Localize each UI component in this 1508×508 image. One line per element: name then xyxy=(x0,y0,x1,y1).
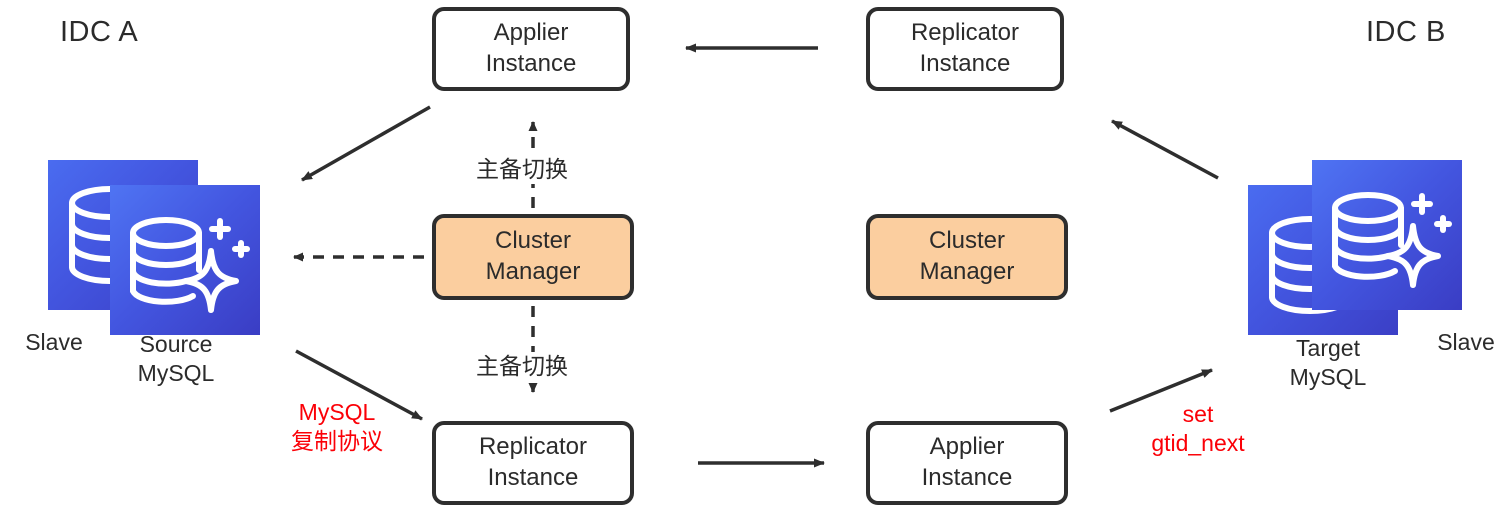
node-replicator-instance-bottom-line2: Instance xyxy=(487,464,579,491)
label-switchover-bottom: 主备切换 xyxy=(472,352,572,381)
source-mysql-label-line2: MySQL xyxy=(137,359,215,386)
node-replicator-instance-top[interactable]: Replicator Instance xyxy=(866,7,1064,91)
node-applier-instance-top-line1: Applier xyxy=(493,19,569,47)
label-mysql-replication-protocol: MySQL 复制协议 xyxy=(268,398,406,456)
node-applier-instance-top-line2: Instance xyxy=(485,50,577,77)
target-mysql-label: Target MySQL xyxy=(1258,334,1398,392)
label-set-gtid-next-line1: set xyxy=(1182,401,1214,427)
node-replicator-instance-top-line1: Replicator xyxy=(910,19,1020,47)
edge-applier-top-to-source-mysql xyxy=(301,105,431,182)
node-cluster-manager-right-line2: Manager xyxy=(919,258,1015,285)
label-set-gtid-next-line2: gtid_next xyxy=(1151,429,1245,456)
source-mysql-group xyxy=(48,160,260,335)
node-cluster-manager-right-line1: Cluster xyxy=(928,227,1006,255)
source-mysql-label-line1: Source xyxy=(139,331,213,357)
node-cluster-manager-left-line1: Cluster xyxy=(494,227,572,255)
source-mysql-label: Source MySQL xyxy=(86,330,266,388)
target-mysql-label-line1: Target xyxy=(1296,335,1360,361)
idc-b-label: IDC B xyxy=(1366,16,1446,48)
database-sparkle-icon xyxy=(1332,192,1452,288)
sparkle-large-icon xyxy=(183,248,239,313)
node-cluster-manager-left-line2: Manager xyxy=(485,258,581,285)
node-cluster-manager-left[interactable]: Cluster Manager xyxy=(432,214,634,300)
target-mysql-group xyxy=(1248,160,1464,335)
sparkle-large-icon xyxy=(1385,223,1441,288)
source-mysql-db-tile xyxy=(110,185,260,335)
idc-a-label: IDC A xyxy=(60,16,139,48)
label-set-gtid-next: set gtid_next xyxy=(1130,400,1266,458)
node-applier-instance-top[interactable]: Applier Instance xyxy=(432,7,630,91)
node-replicator-instance-bottom-line1: Replicator xyxy=(478,433,588,461)
node-cluster-manager-right[interactable]: Cluster Manager xyxy=(866,214,1068,300)
slave-label-right: Slave xyxy=(1437,329,1495,355)
node-replicator-instance-bottom[interactable]: Replicator Instance xyxy=(432,421,634,505)
node-applier-instance-bottom-line1: Applier xyxy=(929,433,1005,461)
label-mysql-replication-protocol-line1: MySQL xyxy=(298,399,376,425)
node-applier-instance-bottom[interactable]: Applier Instance xyxy=(866,421,1068,505)
sparkle-small-icons xyxy=(209,218,250,258)
slave-label-left: Slave xyxy=(25,329,83,355)
label-mysql-replication-protocol-line2: 复制协议 xyxy=(291,427,383,454)
sparkle-small-icons xyxy=(1411,193,1452,233)
target-mysql-label-line2: MySQL xyxy=(1289,363,1367,390)
node-applier-instance-bottom-line2: Instance xyxy=(921,464,1013,491)
node-replicator-instance-top-line2: Instance xyxy=(919,50,1011,77)
database-sparkle-icon xyxy=(130,217,250,313)
edge-target-mysql-to-replicator-top xyxy=(1111,119,1219,180)
slave-db-tile-right xyxy=(1312,160,1462,310)
label-switchover-top: 主备切换 xyxy=(472,155,572,184)
